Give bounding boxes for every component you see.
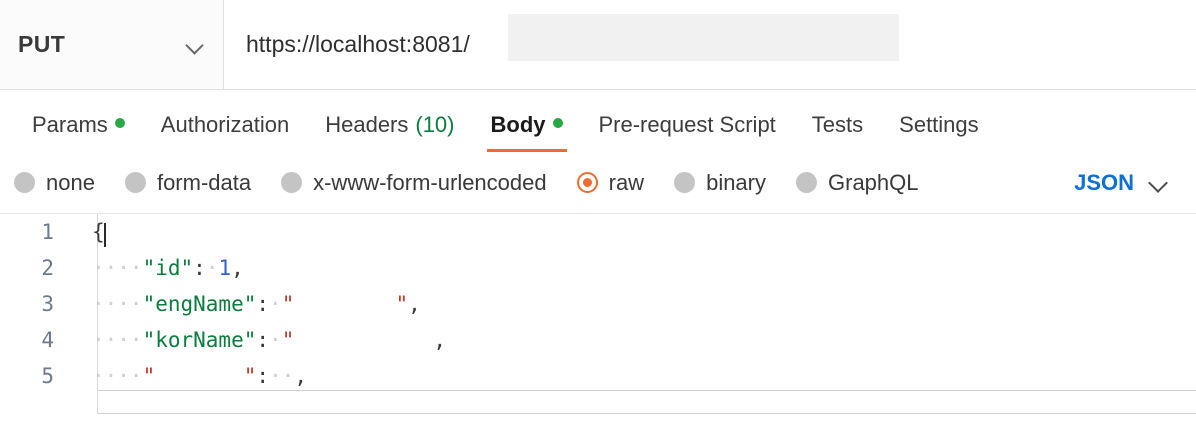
chevron-down-icon bbox=[187, 36, 205, 54]
body-mode-label: binary bbox=[706, 169, 766, 195]
tab-count: (10) bbox=[415, 112, 455, 137]
body-mode-label: none bbox=[46, 169, 95, 195]
url-input-highlight bbox=[508, 14, 899, 61]
url-text: https://localhost:8081/ bbox=[246, 31, 470, 57]
code-line: 4 ····"korName":·" , bbox=[0, 322, 1196, 358]
chevron-down-icon bbox=[1150, 174, 1168, 192]
line-number: 2 bbox=[41, 256, 54, 280]
tab-body[interactable]: Body bbox=[473, 112, 581, 152]
code-token bbox=[155, 364, 244, 388]
editor-rule-1 bbox=[98, 390, 1196, 391]
editor-rule-2 bbox=[98, 413, 1196, 414]
code-text[interactable]: ····"engName":·" ", bbox=[76, 292, 421, 316]
code-token: , bbox=[231, 256, 244, 280]
body-mode-label: GraphQL bbox=[828, 169, 919, 195]
tab-params[interactable]: Params bbox=[14, 112, 143, 152]
tab-settings[interactable]: Settings bbox=[881, 112, 997, 152]
tab-modified-dot-icon bbox=[114, 118, 125, 128]
code-content[interactable]: 1{2····"id":·1,3····"engName":·" ",4····… bbox=[0, 214, 1196, 414]
code-token bbox=[294, 328, 434, 352]
body-mode-binary[interactable]: binary bbox=[674, 170, 766, 196]
code-token bbox=[294, 292, 396, 316]
code-token: 1 bbox=[218, 256, 232, 280]
radio-unchecked-icon[interactable] bbox=[124, 172, 146, 193]
code-token: " bbox=[142, 364, 156, 388]
tab-pre-request-script[interactable]: Pre-request Script bbox=[581, 112, 794, 152]
code-token: · bbox=[269, 292, 282, 316]
body-mode-graphql[interactable]: GraphQL bbox=[796, 170, 919, 196]
code-line: 3····"engName":·" ", bbox=[0, 286, 1196, 322]
radio-unchecked-icon[interactable] bbox=[14, 172, 35, 193]
code-token: , bbox=[294, 364, 308, 388]
body-mode-none[interactable]: none bbox=[14, 170, 95, 196]
code-token: " bbox=[281, 292, 295, 316]
code-token: , bbox=[408, 292, 421, 316]
code-token: ·· bbox=[269, 364, 295, 388]
url-input[interactable]: https://localhost:8081/ bbox=[224, 0, 1196, 89]
tab-label: Settings bbox=[899, 112, 979, 137]
body-mode-x-www-form-urlencoded[interactable]: x-www-form-urlencoded bbox=[281, 170, 547, 196]
code-text[interactable]: ····" ":··, bbox=[76, 364, 307, 388]
code-token: "id" bbox=[142, 256, 194, 280]
http-method-select[interactable]: PUT bbox=[0, 0, 224, 89]
code-token: ···· bbox=[92, 292, 143, 316]
body-mode-group: none form-data x-www-form-urlencoded raw bin… bbox=[14, 170, 949, 196]
code-token: " bbox=[243, 364, 257, 388]
code-token: "engName" bbox=[142, 292, 257, 316]
request-tabs: Params Authorization Headers(10) Body Pre-re… bbox=[0, 90, 1196, 152]
tab-label: Tests bbox=[811, 112, 864, 137]
line-number: 4 bbox=[41, 328, 54, 352]
code-token: ···· bbox=[92, 256, 143, 280]
code-token: ···· bbox=[92, 328, 143, 352]
body-mode-form-data[interactable]: form-data bbox=[124, 169, 252, 196]
code-token: " bbox=[395, 292, 409, 316]
code-token: : bbox=[256, 328, 270, 352]
code-token: " bbox=[281, 328, 295, 352]
tab-label: Pre-request Script bbox=[598, 112, 776, 137]
code-text[interactable]: ····"id":·1, bbox=[76, 256, 244, 280]
radio-checked-icon[interactable] bbox=[576, 172, 598, 193]
request-bar: PUT https://localhost:8081/ bbox=[0, 0, 1196, 90]
body-mode-label: x-www-form-urlencoded bbox=[313, 169, 547, 195]
tab-tests[interactable]: Tests bbox=[794, 112, 881, 152]
code-token: : bbox=[256, 292, 270, 316]
body-mode-label: raw bbox=[608, 169, 645, 195]
code-line: 2 ····"id":·1, bbox=[0, 250, 1196, 286]
code-line: 5····" ":··, bbox=[0, 358, 1196, 394]
radio-unchecked-icon[interactable] bbox=[281, 172, 303, 193]
code-token: · bbox=[205, 256, 219, 280]
http-method-label: PUT bbox=[18, 31, 66, 57]
body-editor[interactable]: 1{2····"id":·1,3····"engName":·" ",4····… bbox=[0, 214, 1196, 414]
line-number: 3 bbox=[41, 292, 54, 316]
tab-label: Params bbox=[32, 112, 108, 137]
radio-unchecked-icon[interactable] bbox=[674, 172, 696, 193]
text-caret bbox=[103, 222, 106, 247]
body-mode-row: none form-data x-www-form-urlencoded raw bin… bbox=[0, 152, 1196, 214]
code-token: { bbox=[92, 219, 105, 244]
tab-modified-dot-icon bbox=[552, 118, 563, 128]
body-format-label: JSON bbox=[1074, 169, 1134, 195]
code-text[interactable]: ····"korName":·" , bbox=[76, 328, 446, 352]
body-format-select[interactable]: JSON bbox=[1074, 170, 1182, 196]
code-token: : bbox=[193, 256, 206, 280]
code-text[interactable]: { bbox=[76, 219, 106, 247]
code-line: 1{ bbox=[0, 214, 1196, 250]
tab-label: Authorization bbox=[160, 112, 290, 137]
tab-label: Headers bbox=[325, 112, 409, 137]
tab-headers[interactable]: Headers(10) bbox=[307, 112, 472, 152]
body-mode-raw[interactable]: raw bbox=[576, 169, 645, 196]
code-token: · bbox=[269, 328, 282, 352]
code-token: "korName" bbox=[142, 328, 257, 352]
code-token: , bbox=[433, 328, 447, 352]
code-token: : bbox=[256, 364, 270, 388]
line-number: 5 bbox=[41, 364, 54, 388]
tab-label: Body bbox=[490, 112, 546, 137]
code-token: ···· bbox=[92, 364, 143, 388]
line-number: 1 bbox=[41, 220, 54, 244]
radio-unchecked-icon[interactable] bbox=[796, 172, 817, 193]
line-number-gutter bbox=[0, 214, 98, 414]
tab-authorization[interactable]: Authorization bbox=[143, 112, 307, 152]
body-mode-label: form-data bbox=[156, 169, 252, 195]
